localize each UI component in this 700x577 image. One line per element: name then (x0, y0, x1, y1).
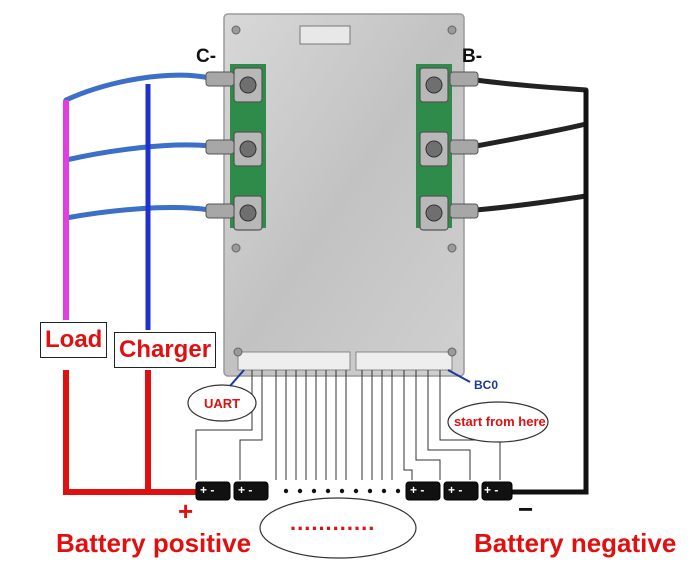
cell-mark-1: + - (200, 483, 215, 497)
dots-oval (259, 497, 417, 559)
start-oval (447, 401, 549, 443)
minus-sign: − (518, 494, 534, 524)
b-minus-lugs (449, 71, 479, 219)
cell-chain-dots (283, 488, 401, 494)
uart-arrow (229, 369, 245, 387)
cell-mark-3: + - (410, 483, 425, 497)
c-minus-lug-wires (63, 72, 213, 221)
positive-bus-wire (63, 370, 200, 495)
dots-label: ............ (290, 510, 376, 535)
b-minus-lug-wires (473, 77, 589, 213)
start-from-here-label: start from here (454, 414, 546, 429)
cell-mark-2: + - (238, 483, 253, 497)
uart-oval (187, 384, 257, 422)
load-label: Load (40, 322, 108, 358)
board-screws (231, 25, 457, 357)
b-minus-label: B- (462, 46, 483, 67)
terminal-bolts (239, 76, 443, 222)
bottom-connector-left (237, 351, 351, 371)
negative-bus-wire (512, 90, 589, 495)
plus-sign: + (178, 496, 194, 526)
bottom-connector-right (355, 351, 453, 371)
cell-mark-5: + - (484, 483, 499, 497)
c-minus-lugs (205, 71, 235, 219)
bms-board (223, 13, 465, 377)
bc0-arrow (447, 369, 471, 383)
cell-mark-4: + - (448, 483, 463, 497)
battery-cells (195, 481, 513, 501)
top-connector (299, 25, 351, 45)
battery-negative-label: Battery negative (474, 528, 677, 558)
charger-label: Charger (114, 332, 217, 368)
bc0-label: BC0 (474, 378, 499, 392)
uart-label: UART (204, 396, 241, 411)
battery-positive-label: Battery positive (56, 528, 252, 558)
c-minus-label: C- (196, 46, 217, 67)
